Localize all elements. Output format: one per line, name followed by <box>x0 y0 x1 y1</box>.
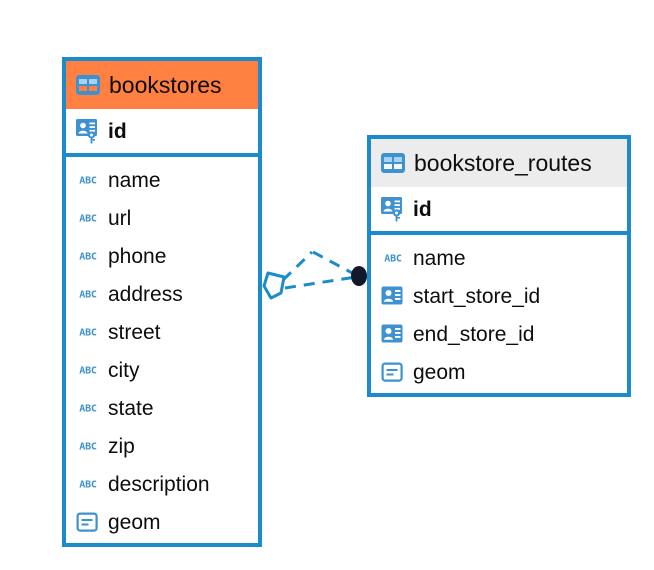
field-row[interactable]: ABC name <box>66 161 258 199</box>
field-row[interactable]: ABC city <box>66 351 258 389</box>
field-name: name <box>108 168 161 192</box>
foreign-key-icon <box>381 286 403 305</box>
field-row[interactable]: end_store_id <box>371 315 627 353</box>
text-type-icon: ABC <box>79 252 97 263</box>
svg-text:ABC: ABC <box>79 290 97 301</box>
field-row[interactable]: start_store_id <box>371 277 627 315</box>
field-name: zip <box>108 434 135 458</box>
field-name: end_store_id <box>413 322 535 346</box>
text-type-icon: ABC <box>79 442 97 453</box>
table-icon <box>381 153 405 173</box>
field-name: start_store_id <box>413 284 541 308</box>
relationship-target-marker <box>351 266 367 286</box>
relationship-line-lower <box>312 250 357 277</box>
field-row[interactable]: ABC zip <box>66 427 258 465</box>
text-type-icon: ABC <box>79 366 97 377</box>
field-name: id <box>108 119 127 143</box>
text-type-icon: ABC <box>79 214 97 225</box>
text-type-icon: ABC <box>79 290 97 301</box>
field-row[interactable]: ABC state <box>66 389 258 427</box>
primary-key-section: id <box>66 109 258 157</box>
field-row[interactable]: ABC name <box>371 239 627 277</box>
svg-text:ABC: ABC <box>79 442 97 453</box>
field-row[interactable]: ABC phone <box>66 237 258 275</box>
field-name: description <box>108 472 210 496</box>
field-row-primary-key[interactable]: id <box>66 109 258 153</box>
field-name: geom <box>108 510 161 534</box>
field-name: id <box>413 197 432 221</box>
field-name: url <box>108 206 132 230</box>
entity-header-bookstore-routes[interactable]: bookstore_routes <box>371 139 627 187</box>
svg-text:ABC: ABC <box>79 176 97 187</box>
svg-text:ABC: ABC <box>79 366 97 377</box>
field-name: state <box>108 396 154 420</box>
field-name: geom <box>413 360 466 384</box>
field-name: phone <box>108 244 167 268</box>
relationship-source-marker <box>262 271 286 300</box>
geometry-type-icon <box>381 362 403 382</box>
entity-title: bookstores <box>109 71 222 98</box>
svg-text:ABC: ABC <box>79 328 97 339</box>
text-type-icon: ABC <box>79 404 97 415</box>
field-row[interactable]: geom <box>371 353 627 391</box>
field-row[interactable]: ABC description <box>66 465 258 503</box>
svg-text:ABC: ABC <box>79 404 97 415</box>
primary-key-icon <box>381 197 402 222</box>
field-row-primary-key[interactable]: id <box>371 187 627 231</box>
field-row[interactable]: ABC url <box>66 199 258 237</box>
table-icon <box>76 75 100 95</box>
entity-title: bookstore_routes <box>414 149 592 176</box>
field-row[interactable]: geom <box>66 503 258 541</box>
svg-text:ABC: ABC <box>79 480 97 491</box>
field-name: street <box>108 320 161 344</box>
foreign-key-icon <box>381 324 403 343</box>
text-type-icon: ABC <box>384 254 402 265</box>
field-name: city <box>108 358 140 382</box>
field-row[interactable]: ABC street <box>66 313 258 351</box>
primary-key-icon <box>76 119 97 144</box>
relationship-line-middle <box>284 275 357 290</box>
svg-text:ABC: ABC <box>79 214 97 225</box>
primary-key-section: id <box>371 187 627 235</box>
text-type-icon: ABC <box>79 176 97 187</box>
geometry-type-icon <box>76 512 98 532</box>
entity-header-bookstores[interactable]: bookstores <box>66 61 258 109</box>
svg-text:ABC: ABC <box>384 254 402 265</box>
relationship-line-upper <box>281 250 314 282</box>
field-row[interactable]: ABC address <box>66 275 258 313</box>
field-name: name <box>413 246 466 270</box>
text-type-icon: ABC <box>79 328 97 339</box>
svg-text:ABC: ABC <box>79 252 97 263</box>
text-type-icon: ABC <box>79 480 97 491</box>
field-name: address <box>108 282 183 306</box>
